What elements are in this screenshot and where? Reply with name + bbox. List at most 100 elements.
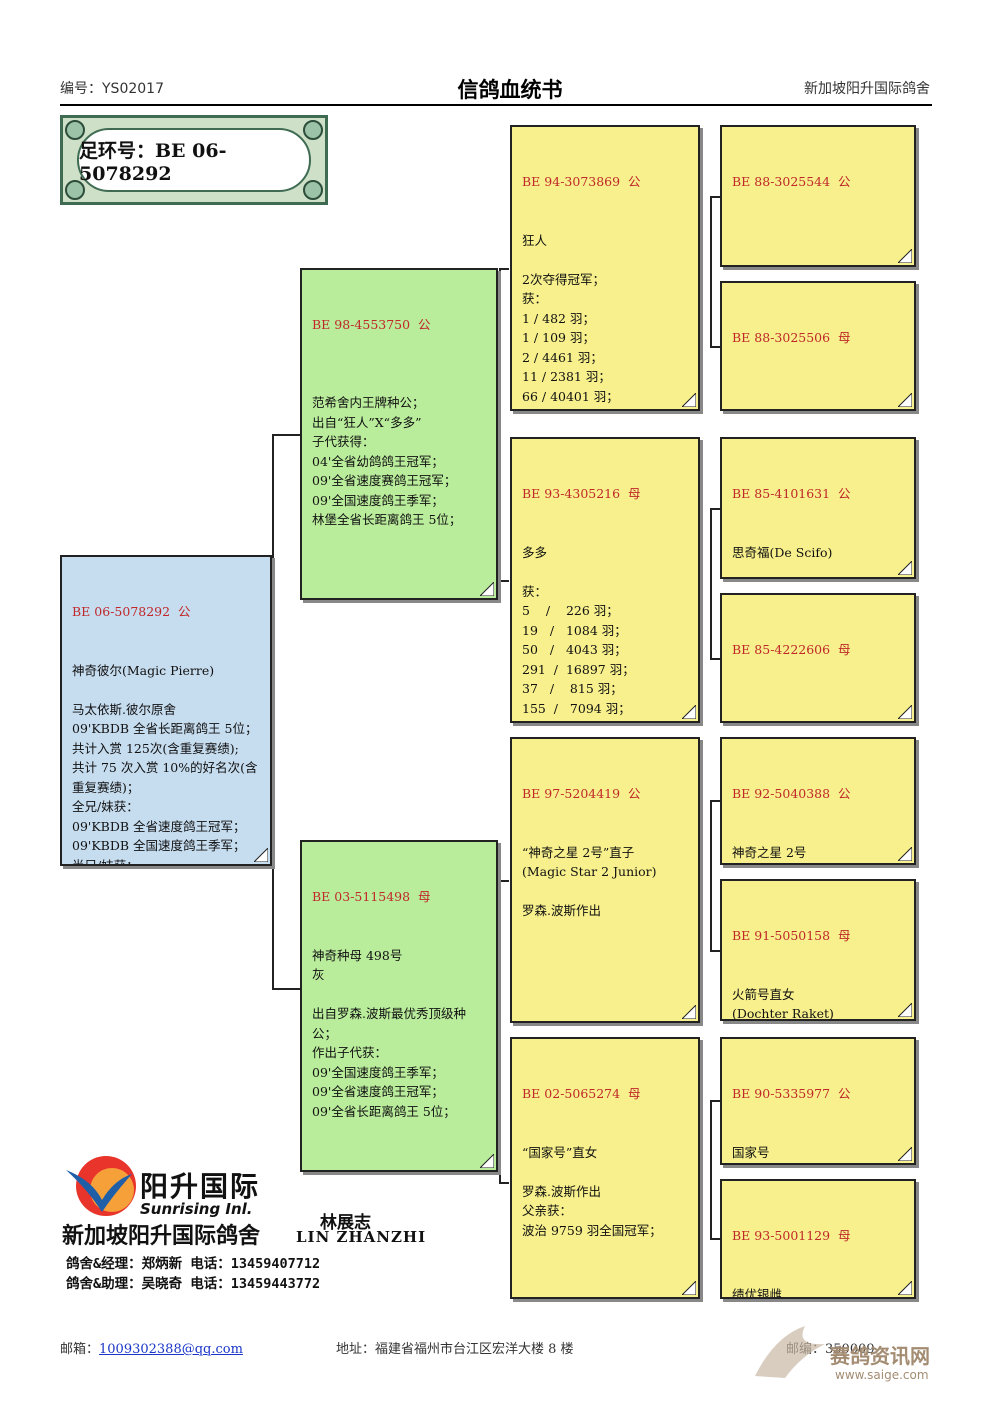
- page-fold-icon: [898, 705, 912, 719]
- manager-contact: 鸽舍&经理：郑炳新 电话：13459407712: [66, 1256, 321, 1272]
- pedigree-dds-card: BE 90-5335977 公 国家号 波治全国 9759 羽冠军； 奥尔良 2…: [720, 1037, 916, 1165]
- email-link[interactable]: 1009302388@qq.com: [99, 1342, 243, 1357]
- card-notes: 神奇彼尔(Magic Pierre) 马太依斯.彼尔原舍 09'KBDB 全省长…: [72, 662, 258, 866]
- card-notes: 神奇之星 2号 获： KBDB 全国中距离冠军； 全兄/妹获： 康尼克斯全国冠军…: [732, 844, 807, 860]
- pedigree-dam-card: BE 03-5115498 母 神奇种母 498号 灰 出自罗森.波斯最优秀顶级…: [300, 840, 498, 1172]
- card-notes: 绩优银雌: [732, 1286, 783, 1299]
- owner-name-english: LIN ZHANZHI: [296, 1228, 427, 1246]
- card-notes: 曼克.莫蒂亚克 获： 4/ 447 ; 30/ 476; 35/501;: [732, 699, 904, 721]
- connector: [499, 268, 501, 580]
- page-fold-icon: [898, 393, 912, 407]
- connector: [710, 346, 720, 348]
- page-fold-icon: [898, 1281, 912, 1295]
- serial-number: 编号：YS02017: [60, 81, 164, 97]
- header-loft: 新加坡阳升国际鸽舍: [804, 81, 930, 97]
- ring-code: BE 91-5050158 母: [732, 928, 851, 943]
- pedigree-sss-card: BE 88-3025544 公: [720, 125, 916, 267]
- connector: [710, 1238, 720, 1240]
- pedigree-ss-card: BE 94-3073869 公 狂人 2次夺得冠军； 获： 1 / 482 羽；…: [510, 125, 700, 411]
- page-fold-icon: [254, 848, 268, 862]
- owner-name-chinese: 林展志: [320, 1213, 371, 1233]
- card-notes: 国家号 波治全国 9759 羽冠军； 奥尔良 2337 羽冠军；: [732, 1144, 770, 1160]
- page-fold-icon: [480, 582, 494, 596]
- ring-code: BE 90-5335977 公: [732, 1086, 851, 1101]
- loft-name: 新加坡阳升国际鸽舍: [62, 1224, 261, 1249]
- card-notes: 全兄/妹作出： 全国冠军+亚军；: [732, 387, 904, 409]
- header-rule: [60, 104, 932, 106]
- card-notes: 火箭号直女 (Dochter Raket): [732, 986, 834, 1021]
- pedigree-sds-card: BE 85-4101631 公 思奇福(De Scifo) KBDB 全省中距离…: [720, 437, 916, 579]
- pedigree-ds-card: BE 97-5204419 公 “神奇之星 2号”直子 (Magic Star …: [510, 737, 700, 1023]
- email-label: 邮箱：: [60, 1342, 100, 1357]
- connector: [272, 434, 300, 436]
- ornament-icon: [65, 120, 85, 140]
- connector: [710, 800, 712, 950]
- page-fold-icon: [898, 847, 912, 861]
- ring-number: 足环号：BE 06-5078292: [77, 128, 311, 192]
- page-fold-icon: [682, 1281, 696, 1295]
- connector: [710, 1100, 712, 1238]
- card-notes: 多多 获： 5 / 226 羽； 19 / 1084 羽； 50 / 4043 …: [522, 544, 635, 722]
- assistant-contact: 鸽舍&助理：吴晓奇 电话：13459443772: [66, 1276, 321, 1292]
- connector: [499, 880, 501, 1182]
- ring-code: BE 88-3025544 公: [732, 174, 851, 189]
- address: 地址：福建省福州市台江区宏洋大楼 8 楼: [336, 1342, 574, 1357]
- ornament-icon: [303, 120, 323, 140]
- card-notes: 狂人 2次夺得冠军； 获： 1 / 482 羽； 1 / 109 羽； 2 / …: [522, 232, 673, 410]
- card-notes: “神奇之星 2号”直子 (Magic Star 2 Junior) 罗森.波斯作…: [522, 844, 657, 919]
- connector: [710, 508, 712, 658]
- connector: [499, 880, 509, 882]
- card-notes: 思奇福(De Scifo) KBDB 全省中距离鸽王 4位；: [732, 544, 833, 560]
- pedigree-subject-card: BE 06-5078292 公 神奇彼尔(Magic Pierre) 马太依斯.…: [60, 555, 272, 866]
- ornament-icon: [65, 180, 85, 200]
- page-fold-icon: [682, 393, 696, 407]
- pedigree-sd-card: BE 93-4305216 母 多多 获： 5 / 226 羽； 19 / 10…: [510, 437, 700, 723]
- connector: [710, 658, 720, 660]
- logo-chinese: 阳升国际: [140, 1170, 261, 1203]
- page-fold-icon: [898, 249, 912, 263]
- bird-logo-icon: [66, 1156, 136, 1216]
- connector: [272, 434, 274, 988]
- card-notes: “国家号”直女 罗森.波斯作出 父亲获： 波治 9759 羽全国冠军；: [522, 1144, 662, 1238]
- ring-code: BE 94-3073869 公: [522, 174, 641, 189]
- pedigree-ddd-card: BE 93-5001129 母 绩优银雌: [720, 1179, 916, 1299]
- card-notes: 范希舍内王牌种公； 出自“狂人”X“多多” 子代获得： 04'全省幼鸽鸽王冠军；…: [312, 395, 462, 527]
- pedigree-dd-card: BE 02-5065274 母 “国家号”直女 罗森.波斯作出 父亲获： 波治 …: [510, 1037, 700, 1299]
- page-fold-icon: [898, 1147, 912, 1161]
- connector: [499, 268, 509, 270]
- page-fold-icon: [480, 1154, 494, 1168]
- ring-code: BE 85-4101631 公: [732, 486, 851, 501]
- page-fold-icon: [898, 561, 912, 575]
- connector: [710, 508, 720, 510]
- pedigree-dsd-card: BE 91-5050158 母 火箭号直女 (Dochter Raket): [720, 879, 916, 1021]
- ring-code: BE 03-5115498 母: [312, 889, 431, 904]
- email-row: 邮箱：1009302388@qq.com: [60, 1338, 243, 1357]
- connector: [710, 1100, 720, 1102]
- connector: [499, 1182, 509, 1184]
- watermark-bird-icon: [755, 1326, 825, 1378]
- pedigree-sdd-card: BE 85-4222606 母 曼克.莫蒂亚克 获： 4/ 447 ; 30/ …: [720, 593, 916, 723]
- connector: [499, 580, 509, 582]
- ring-code: BE 88-3025506 母: [732, 330, 851, 345]
- ring-code: BE 06-5078292 公: [72, 604, 191, 619]
- ring-code: BE 85-4222606 母: [732, 642, 851, 657]
- ornament-icon: [303, 180, 323, 200]
- card-notes: 神奇种母 498号 灰 出自罗森.波斯最优秀顶级种公； 作出子代获： 09'全国…: [312, 947, 466, 1119]
- logo-english: Sunrising Inl.: [140, 1200, 253, 1218]
- ring-code: BE 92-5040388 公: [732, 786, 851, 801]
- connector: [710, 950, 720, 952]
- page-fold-icon: [682, 1005, 696, 1019]
- ring-code: BE 02-5065274 母: [522, 1086, 641, 1101]
- connector: [710, 196, 712, 346]
- watermark-text: 赛鸽资讯网: [830, 1344, 930, 1368]
- ring-code: BE 98-4553750 公: [312, 317, 431, 332]
- connector: [710, 800, 720, 802]
- connector: [272, 988, 300, 990]
- ring-code: BE 97-5204419 公: [522, 786, 641, 801]
- watermark-url: www.saige.com: [835, 1368, 929, 1382]
- pedigree-ssd-card: BE 88-3025506 母 全兄/妹作出： 全国冠军+亚军；: [720, 281, 916, 411]
- ring-code: BE 93-5001129 母: [732, 1228, 851, 1243]
- page-fold-icon: [682, 705, 696, 719]
- connector: [710, 196, 720, 198]
- pedigree-dss-card: BE 92-5040388 公 神奇之星 2号 获： KBDB 全国中距离冠军；…: [720, 737, 916, 865]
